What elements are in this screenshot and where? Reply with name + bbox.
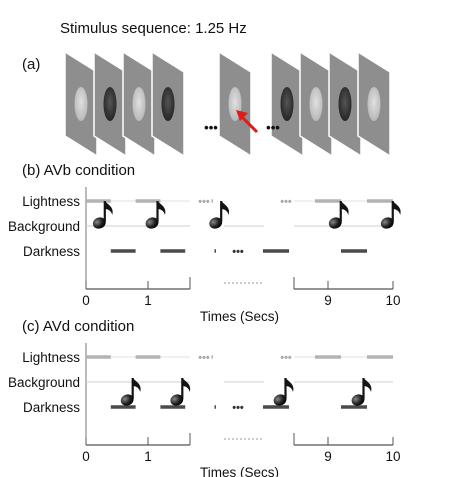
dark-oval [103, 87, 117, 121]
light-oval [309, 87, 323, 121]
music-note-icon [328, 201, 349, 229]
x-axis-title: Times (Secs) [200, 309, 279, 324]
dark-oval [338, 87, 352, 121]
x-tick-label: 10 [385, 293, 400, 308]
note-flag [363, 378, 372, 392]
stimulus-frame-light [299, 50, 333, 158]
stimulus-frame-dark [93, 50, 127, 158]
ellipsis-dots: ••• [232, 246, 244, 258]
stimulus-frame-dark [151, 50, 185, 158]
row-label-background: Background [8, 375, 80, 390]
dark-oval [280, 87, 294, 121]
note-head [209, 217, 223, 229]
note-flag [132, 378, 141, 392]
note-head [145, 217, 159, 229]
note-head [120, 394, 134, 406]
arrow-head [236, 110, 248, 121]
stimulus-frame-dark [270, 50, 304, 158]
dark-oval [161, 87, 175, 121]
panel-a-label: (a) [22, 56, 41, 73]
x-tick-label: 0 [82, 293, 90, 308]
note-flag [157, 201, 166, 215]
ellipsis-dots: ••• [204, 120, 218, 135]
note-head [380, 217, 394, 229]
row-label-background: Background [8, 219, 80, 234]
ellipsis-dots: ••• [266, 120, 280, 135]
stimulus-frame-light [357, 50, 391, 158]
row-label-darkness: Darkness [23, 400, 80, 415]
music-note-icon [92, 201, 113, 229]
figure-title: Stimulus sequence: 1.25 Hz [60, 20, 247, 37]
stimulus-frame-dark [328, 50, 362, 158]
row-label-lightness: Lightness [22, 350, 80, 365]
music-note-icon [120, 378, 141, 406]
x-tick-label: 10 [385, 449, 400, 464]
note-flag [285, 378, 294, 392]
x-axis-title: Times (Secs) [200, 465, 279, 477]
note-flag [392, 201, 401, 215]
ellipsis-dots: ••• [280, 196, 292, 208]
x-tick-label: 9 [324, 293, 332, 308]
music-note-icon [209, 201, 230, 229]
note-head [92, 217, 106, 229]
music-note-icon [273, 378, 294, 406]
x-tick-label: 9 [324, 449, 332, 464]
light-oval [74, 87, 88, 121]
panel-a-ellipsis: ••• ••• [204, 120, 280, 135]
music-note-icon [170, 378, 191, 406]
note-flag [182, 378, 191, 392]
note-head [328, 217, 342, 229]
stimulus-frame-light [218, 50, 252, 158]
panel-b-title: (b) AVb condition [22, 162, 136, 179]
note-head [273, 394, 287, 406]
note-head [351, 394, 365, 406]
x-tick-label: 1 [144, 293, 152, 308]
note-flag [221, 201, 230, 215]
note-head [170, 394, 184, 406]
ellipsis-dots: ••• [198, 352, 210, 364]
row-label-lightness: Lightness [22, 194, 80, 209]
stimulus-frame-light [122, 50, 156, 158]
music-note-icon [351, 378, 372, 406]
note-flag [104, 201, 113, 215]
light-oval [367, 87, 381, 121]
ellipsis-dots: ••• [232, 402, 244, 414]
x-tick-label: 0 [82, 449, 90, 464]
light-oval [132, 87, 146, 121]
music-note-icon [380, 201, 401, 229]
stimulus-frames [64, 50, 391, 158]
x-tick-label: 1 [144, 449, 152, 464]
stimulus-frame-light [64, 50, 98, 158]
note-flag [340, 201, 349, 215]
ellipsis-dots: ••• [280, 352, 292, 364]
ellipsis-dots: ••• [198, 196, 210, 208]
red-arrow-icon [236, 110, 259, 134]
music-note-icon [145, 201, 166, 229]
row-label-darkness: Darkness [23, 244, 80, 259]
panel-c-title: (c) AVd condition [22, 318, 135, 335]
arrow-shaft [239, 114, 259, 134]
